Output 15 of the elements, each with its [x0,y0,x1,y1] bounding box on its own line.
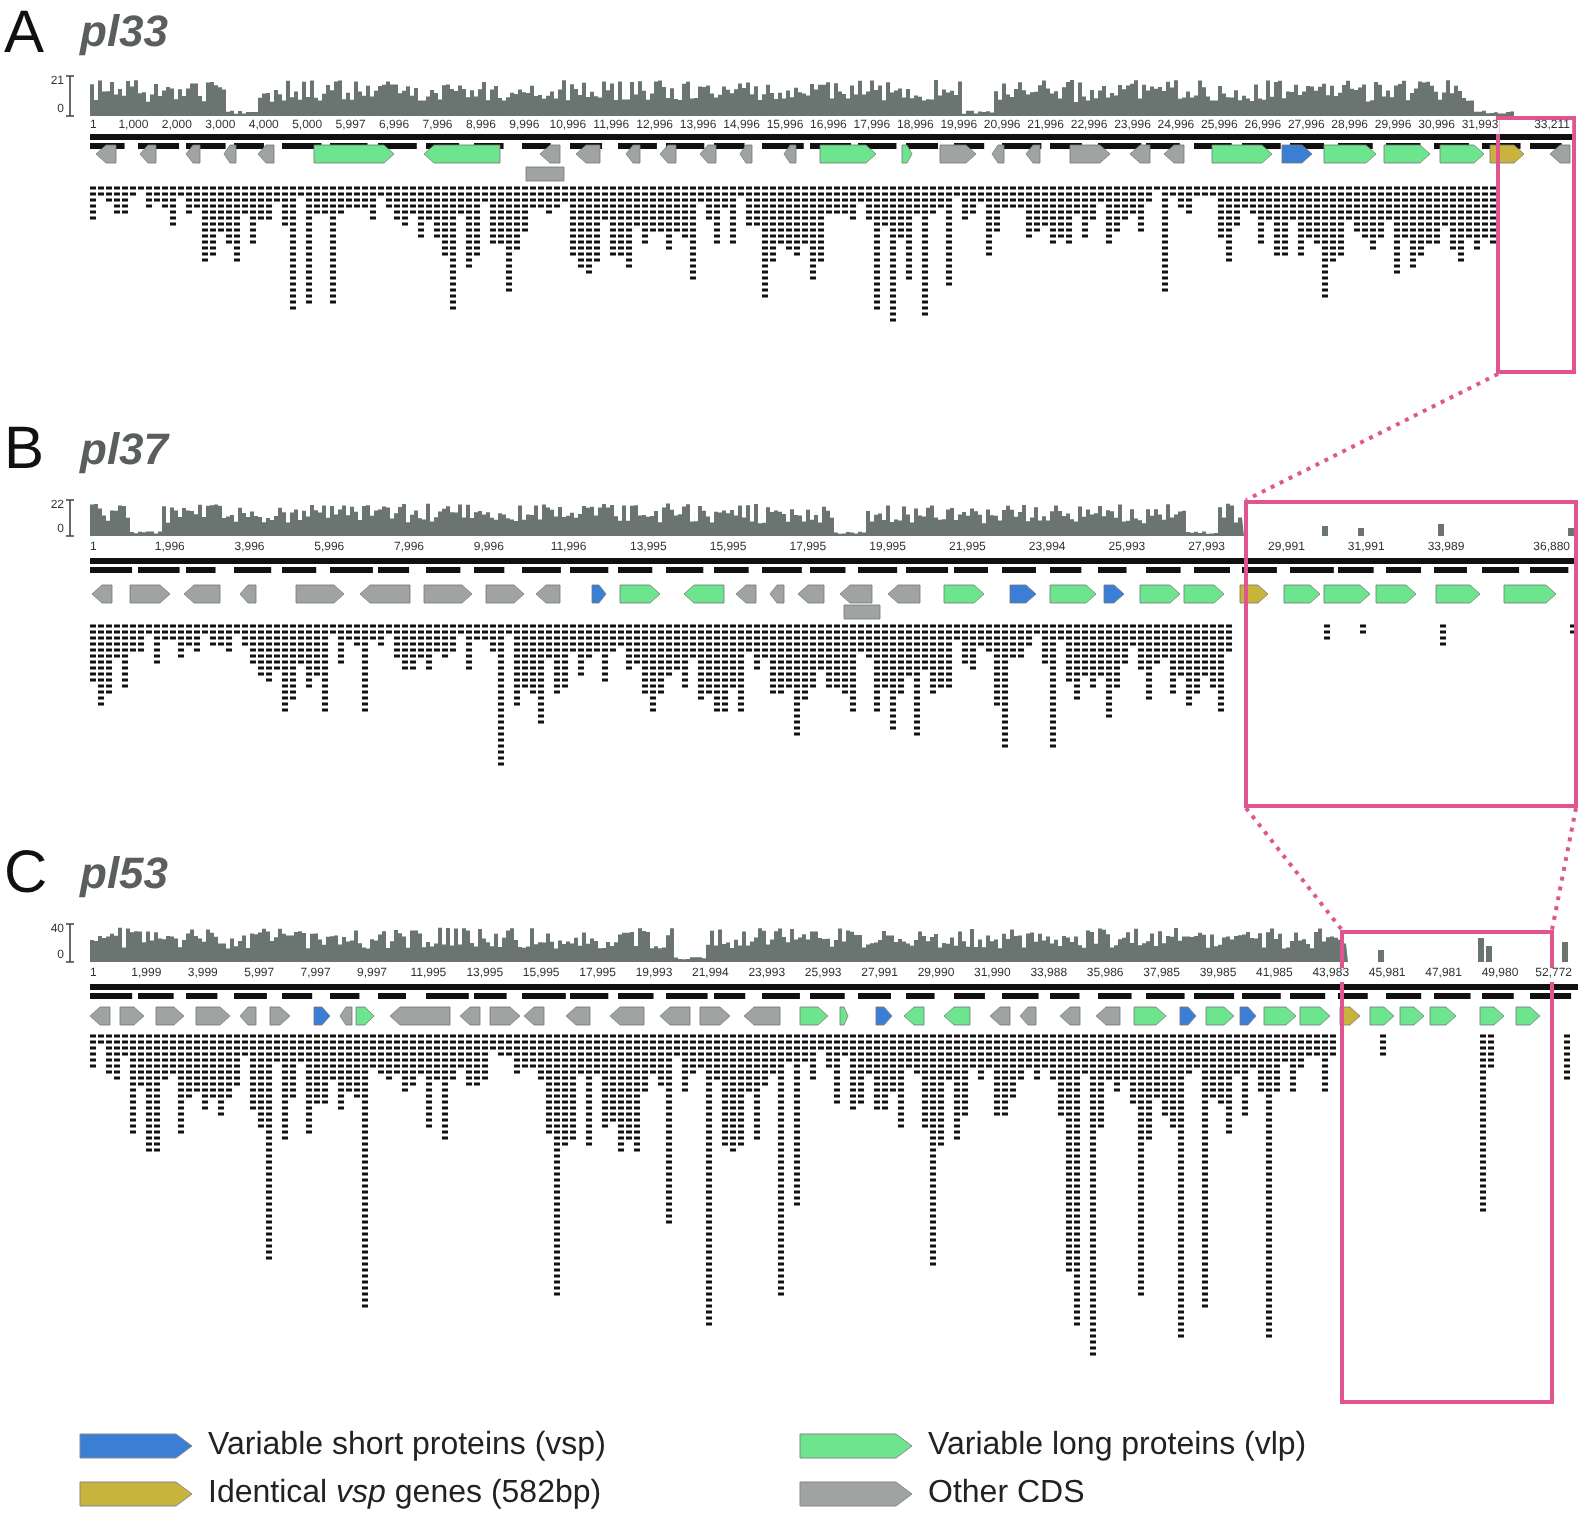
legend-label: Variable long proteins (vlp) [928,1428,1307,1464]
legend-label: Variable short proteins (vsp) [208,1428,606,1464]
legend-label: Identical vsp genes (582bp) [208,1476,602,1512]
panel-letter: C [4,844,48,904]
plasmid-name: pl53 [80,850,169,898]
panel-letter: A [4,4,45,64]
plasmid-name: pl37 [80,426,169,474]
plasmid-name: pl33 [80,8,169,56]
highlight-box [1496,116,1576,374]
highlight-box [1244,500,1578,808]
dotted-connector [1550,807,1578,931]
dotted-connector [1244,806,1344,932]
legend-label: Other CDS [928,1476,1085,1512]
dotted-connector [1245,372,1499,502]
panel-letter: B [4,420,45,480]
